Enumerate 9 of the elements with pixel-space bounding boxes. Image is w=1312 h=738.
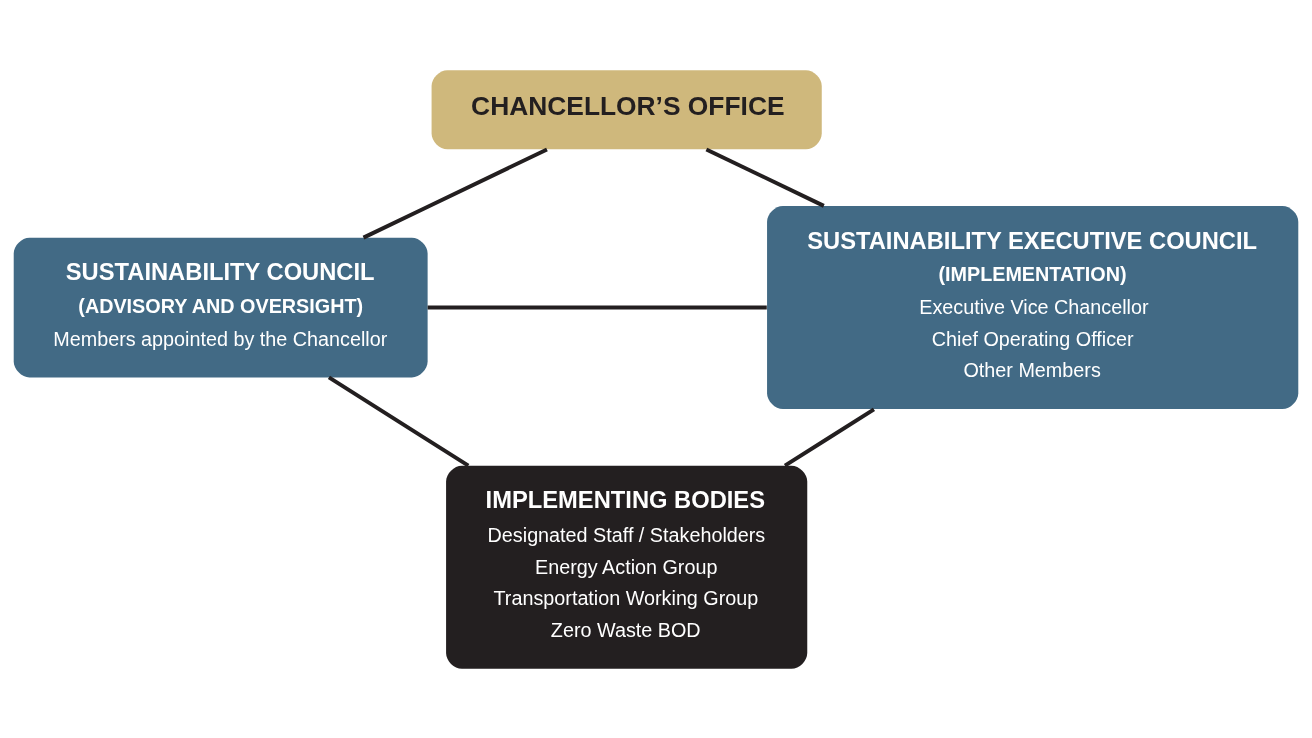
node-box: IMPLEMENTING BODIES Designated Staff / Stakeholders Energy Action Group Transportation Working Group Zero Waste BOD [446,465,808,669]
connector [427,305,767,310]
connector [783,407,875,467]
connector [327,375,470,467]
connector [362,147,548,239]
connector [705,147,825,208]
node-box: SUSTAINABILITY EXECUTIVE COUNCIL (IMPLEMENTATION) Executive Vice Chancellor Chief Operating Officer Other Members [767,205,1299,409]
node-box: CHANCELLOR’S OFFICE [431,69,822,149]
node-box: SUSTAINABILITY COUNCIL (ADVISORY AND OVERSIGHT) Members appointed by the Chancellor [13,237,428,377]
